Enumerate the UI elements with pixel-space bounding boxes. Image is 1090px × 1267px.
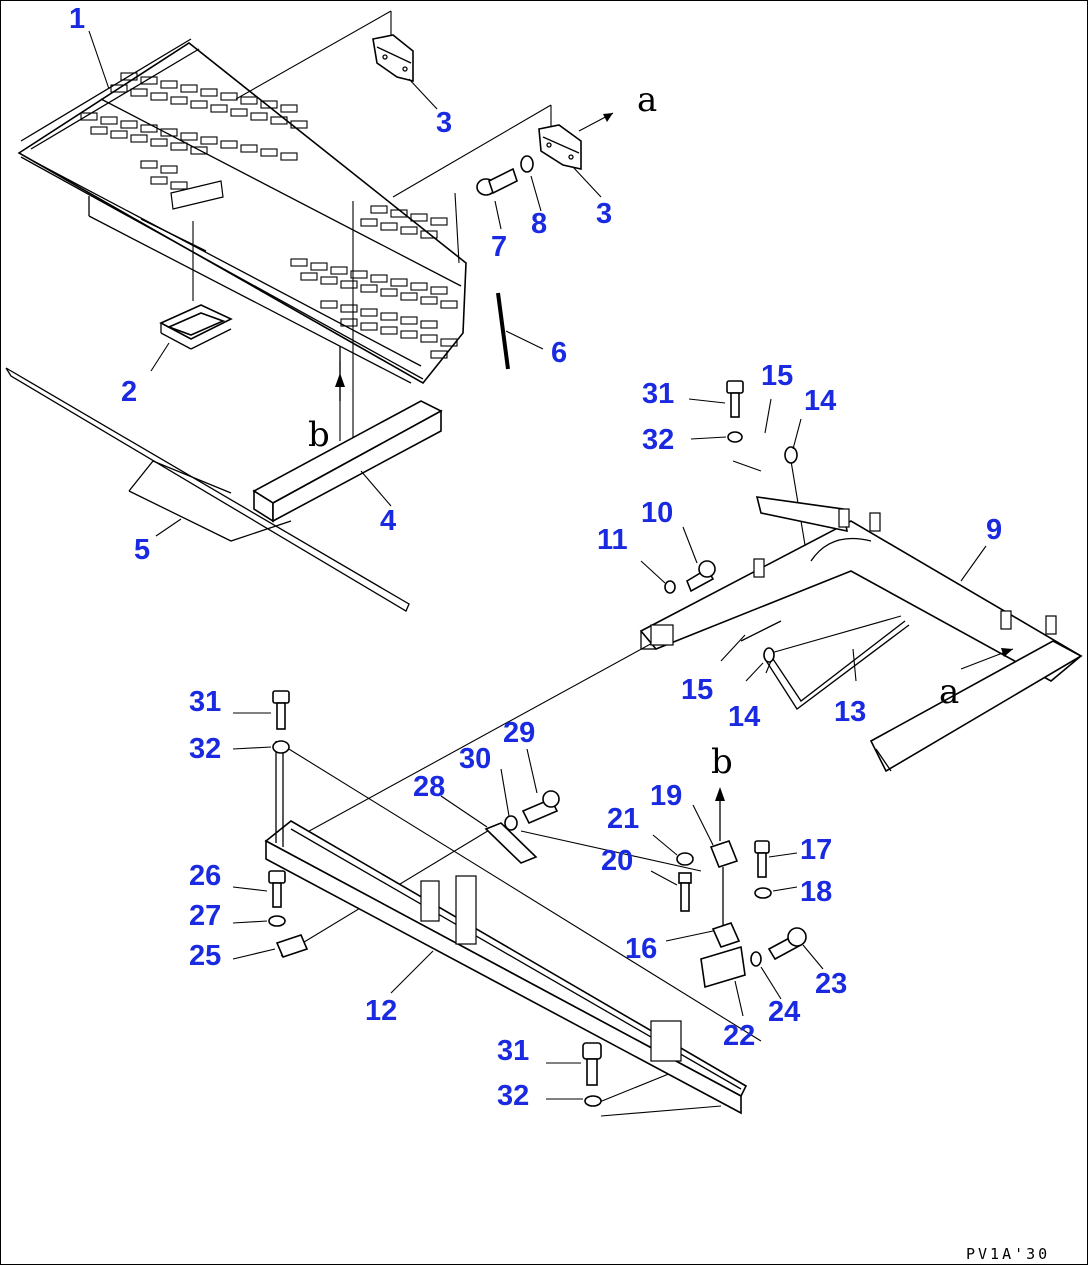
lower-frame-part: [264, 741, 748, 1115]
hinge-part: [372, 34, 414, 83]
leader-lines: [88, 30, 987, 1100]
ref-a-right: a: [939, 672, 959, 712]
ref-b-mid: b: [711, 742, 733, 782]
callout-15: 15: [761, 360, 793, 392]
washer-part: [750, 951, 762, 967]
callout-5: 5: [134, 534, 150, 566]
bolt-part: [268, 870, 286, 908]
washer-part: [784, 446, 798, 464]
strip-part: [5, 367, 410, 612]
callout-25: 25: [189, 940, 221, 972]
callout-32: 32: [642, 424, 674, 456]
callout-4: 4: [380, 505, 396, 537]
cover-part: [159, 304, 233, 350]
washer-part: [520, 155, 534, 173]
callout-27: 27: [189, 900, 221, 932]
callout-19: 19: [650, 780, 682, 812]
callout-10: 10: [641, 497, 673, 529]
bolt-part: [582, 1042, 602, 1086]
callout-11: 11: [597, 524, 628, 556]
reference-letters: a a b b: [308, 80, 959, 782]
callout-22: 22: [723, 1020, 755, 1052]
washer-part: [763, 647, 775, 663]
callout-31: 31: [189, 686, 221, 718]
bracket-part: [484, 822, 538, 864]
callout-13: 13: [834, 696, 866, 728]
callout-31: 31: [642, 378, 674, 410]
callout-3: 3: [436, 107, 452, 139]
bolt-part: [767, 927, 807, 961]
callout-9: 9: [986, 514, 1002, 546]
upper-frame-part: [639, 496, 1083, 773]
bolt-part: [754, 840, 770, 878]
seal-part: [496, 292, 510, 370]
bolt-part: [678, 872, 692, 912]
washer-part: [268, 915, 286, 927]
callout-6: 6: [551, 337, 567, 369]
perforation-pattern: [80, 72, 458, 359]
washer-part: [584, 1095, 602, 1107]
bracket-part: [700, 840, 746, 989]
callout-32: 32: [189, 733, 221, 765]
bolt-part: [504, 790, 560, 831]
callout-17: 17: [800, 834, 832, 866]
callout-14: 14: [728, 701, 760, 733]
callout-labels: 1 2 3 3 4 5 6 7 8 9 10 11 12 13 14 14 15…: [69, 3, 1002, 1112]
callout-32: 32: [497, 1080, 529, 1112]
bolt-part: [686, 560, 716, 593]
callout-21: 21: [607, 803, 639, 835]
callout-14: 14: [804, 385, 836, 417]
bolt-part: [476, 167, 518, 196]
callout-18: 18: [800, 876, 832, 908]
callout-20: 20: [601, 845, 633, 877]
washer-part: [272, 740, 290, 754]
washer-part: [754, 887, 772, 899]
callout-16: 16: [625, 933, 657, 965]
callout-26: 26: [189, 860, 221, 892]
rod-part: [768, 620, 906, 702]
assembly-lines: [192, 10, 902, 1117]
plate-part: [275, 934, 309, 958]
callout-15: 15: [681, 674, 713, 706]
hinge-part: [538, 124, 582, 170]
callout-29: 29: [503, 717, 535, 749]
callout-7: 7: [491, 231, 507, 263]
callout-24: 24: [768, 996, 800, 1028]
drawing-number: PV1A'30: [966, 1245, 1050, 1263]
callout-1: 1: [69, 3, 85, 35]
washer-part: [664, 580, 676, 594]
callout-2: 2: [121, 376, 137, 408]
block-part: [252, 400, 443, 523]
floor-plate-part: [17, 38, 467, 385]
callout-23: 23: [815, 968, 847, 1000]
callout-12: 12: [365, 995, 397, 1027]
callout-28: 28: [413, 771, 445, 803]
washer-part: [676, 852, 694, 866]
bolt-part: [726, 380, 744, 418]
callout-30: 30: [459, 743, 491, 775]
callout-3: 3: [596, 198, 612, 230]
washer-part: [727, 431, 743, 443]
ref-b-left: b: [308, 415, 330, 455]
callout-31: 31: [497, 1035, 529, 1067]
bolt-part: [272, 690, 290, 730]
ref-a-top: a: [637, 80, 657, 120]
callout-8: 8: [531, 208, 547, 240]
